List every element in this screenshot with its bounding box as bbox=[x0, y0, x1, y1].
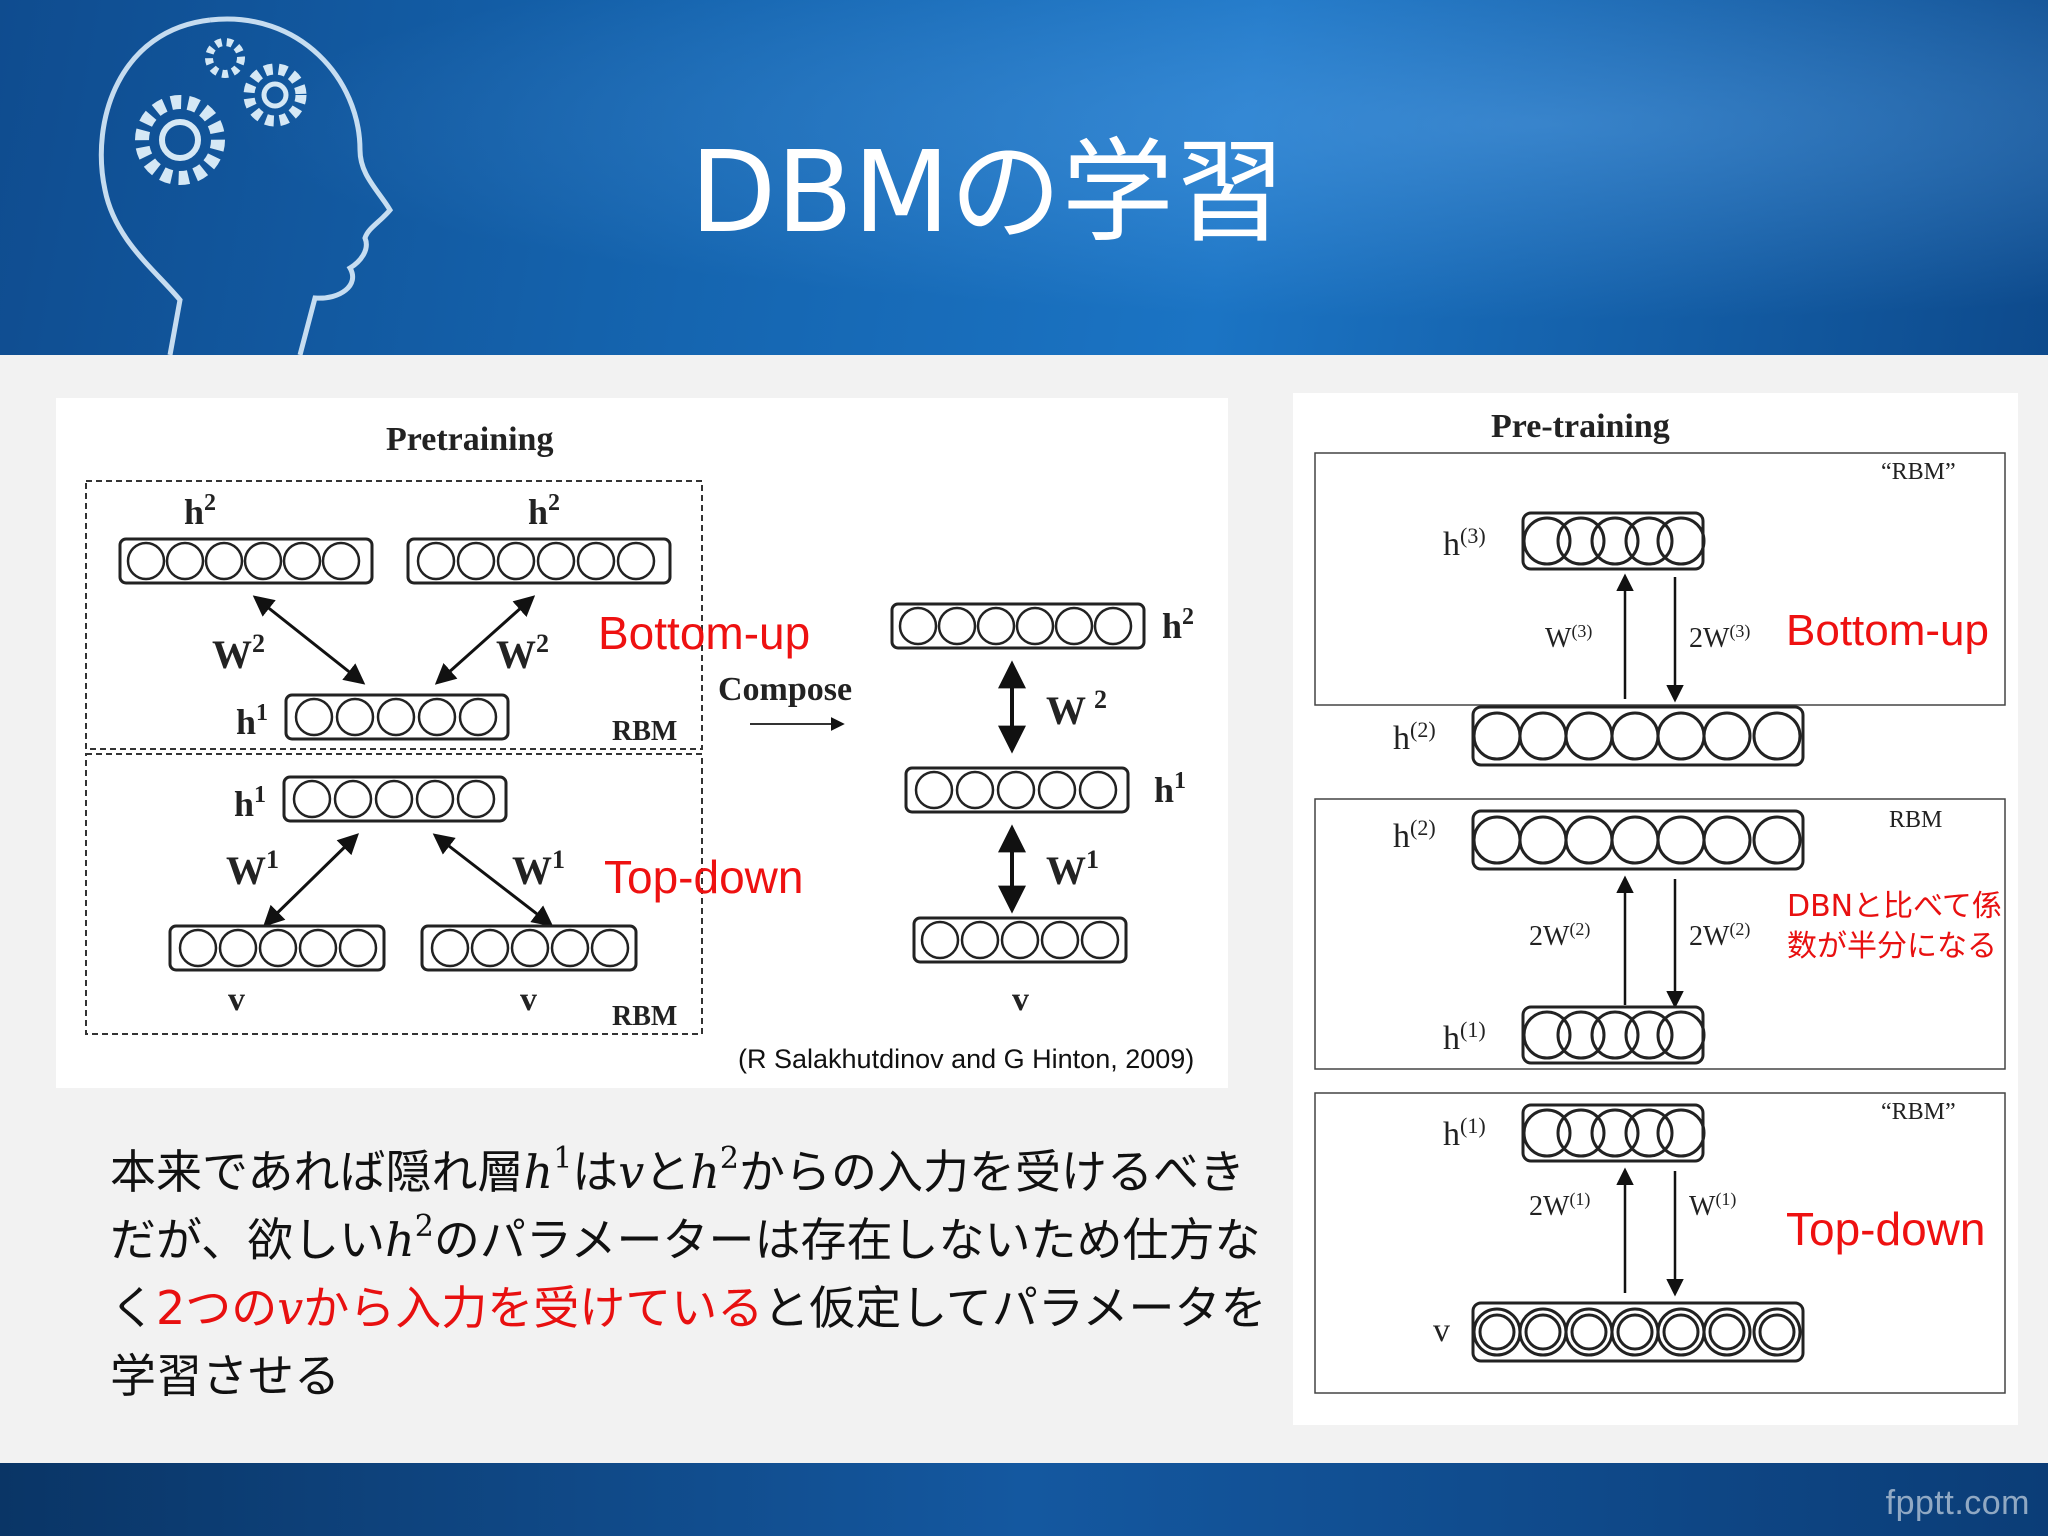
left-figure-panel: Pretraining RBM RBM h2 h2 W2 W2 h1 h1 bbox=[56, 398, 1228, 1088]
annotation-bottom-up-right: Bottom-up bbox=[1786, 606, 1989, 655]
rbm-tag-top: RBM bbox=[612, 716, 677, 747]
units-h2-left bbox=[126, 541, 361, 581]
units-h2-right bbox=[416, 541, 656, 581]
text-segment: のパラメーターは存在しないため仕方なく bbox=[110, 1213, 1261, 1335]
text-segment: からの入力を受けるべきだが、欲しい bbox=[110, 1145, 1246, 1267]
compose-label: Compose bbox=[718, 671, 852, 708]
label-w2-right: W2 bbox=[496, 629, 549, 677]
label-h2-box1: h(2) bbox=[1393, 717, 1436, 757]
units-v-left bbox=[178, 928, 378, 968]
rbm-bottom-box bbox=[85, 753, 703, 1035]
math-h2: h2 bbox=[385, 1209, 434, 1268]
label-h1-box2: h(1) bbox=[1443, 1017, 1486, 1057]
layer-h1-composed bbox=[904, 766, 1130, 814]
arrow-w2-left bbox=[252, 595, 366, 685]
left-title: Pretraining bbox=[386, 421, 553, 458]
layer-h1-top bbox=[284, 693, 510, 741]
units-h1-bottom bbox=[292, 779, 496, 819]
rbm-tag-box1: “RBM” bbox=[1881, 459, 1956, 485]
rbm-top-box bbox=[85, 480, 703, 750]
label-2w1: 2W(1) bbox=[1529, 1189, 1590, 1222]
label-h2-composed: h2 bbox=[1162, 604, 1194, 646]
text-segment: は bbox=[572, 1145, 619, 1199]
label-2w2-left: 2W(2) bbox=[1529, 919, 1590, 952]
label-h1-composed: h1 bbox=[1154, 768, 1186, 810]
text-segment: 本来であれば隠れ層 bbox=[110, 1145, 524, 1199]
slide-title: DBMの学習 bbox=[690, 128, 1286, 258]
units-h3 bbox=[1522, 516, 1706, 566]
rbm-box-bottom bbox=[1314, 1092, 2006, 1394]
annotation-dbn-note: DBNと比べて係数が半分になる bbox=[1787, 889, 2002, 964]
arrow-w1-left bbox=[262, 833, 360, 927]
units-h2-composed bbox=[898, 606, 1133, 646]
units-h2-box1 bbox=[1472, 711, 1802, 761]
units-v-right bbox=[430, 928, 630, 968]
label-w3: W(3) bbox=[1545, 621, 1592, 654]
layer-h1-box2 bbox=[1521, 1005, 1705, 1065]
label-w1-right: W1 bbox=[512, 845, 565, 893]
pretraining-diagram: Pretraining RBM RBM h2 h2 W2 W2 h1 h1 bbox=[85, 421, 1194, 1035]
label-2w3: 2W(3) bbox=[1689, 621, 1750, 654]
annotation-top-down-left: Top-down bbox=[604, 851, 804, 903]
layer-h2-right bbox=[406, 537, 672, 585]
label-v-composed: v bbox=[1012, 981, 1029, 1018]
head-gears-icon bbox=[98, 16, 394, 355]
layer-v-left bbox=[168, 924, 386, 972]
arrow-w1-right bbox=[432, 833, 554, 927]
math-v: v bbox=[618, 1145, 645, 1199]
label-v-left: v bbox=[228, 981, 245, 1018]
math-h: h1 bbox=[523, 1141, 573, 1200]
label-h2-left: h2 bbox=[184, 490, 216, 532]
rbm-box-middle bbox=[1314, 798, 2006, 1070]
units-v-box3 bbox=[1472, 1307, 1802, 1357]
label-v-right: v bbox=[520, 981, 537, 1018]
annotation-top-down-right: Top-down bbox=[1786, 1203, 1986, 1255]
label-h1-bottom: h1 bbox=[234, 782, 266, 824]
label-w1-left: W1 bbox=[226, 845, 279, 893]
label-w2-left: W2 bbox=[212, 629, 265, 677]
citation: (R Salakhutdinov and G Hinton, 2009) bbox=[738, 1044, 1195, 1074]
units-v-composed bbox=[920, 920, 1120, 960]
units-h2-box2 bbox=[1472, 815, 1802, 865]
layer-h3 bbox=[1521, 511, 1705, 571]
label-h1-top: h1 bbox=[236, 700, 268, 742]
label-v-box3: v bbox=[1433, 1312, 1450, 1349]
right-figure-panel: Pre-training “RBM” h(3) W(3) 2W(3) h(2) … bbox=[1293, 393, 2018, 1425]
text-segment: と bbox=[644, 1145, 691, 1199]
rbm-tag-bottom: RBM bbox=[612, 1001, 677, 1032]
label-h1-box3: h(1) bbox=[1443, 1113, 1486, 1153]
footer-band bbox=[0, 1463, 2048, 1536]
label-h2-box2: h(2) bbox=[1393, 815, 1436, 855]
layer-h2-composed bbox=[890, 602, 1146, 650]
rbm-box-top bbox=[1314, 452, 2006, 706]
units-h1-box3 bbox=[1522, 1108, 1706, 1158]
layer-v-composed bbox=[912, 916, 1128, 964]
rbm-tag-box2: RBM bbox=[1889, 807, 1942, 833]
rbm-tag-box3: “RBM” bbox=[1881, 1099, 1956, 1125]
right-title: Pre-training bbox=[1491, 408, 1670, 445]
units-h1-box2 bbox=[1522, 1010, 1706, 1060]
label-h2-right: h2 bbox=[528, 490, 560, 532]
dbm-pretraining-diagram: Pre-training “RBM” h(3) W(3) 2W(3) h(2) … bbox=[1314, 408, 2006, 1394]
footer-logo: fpptt.com bbox=[1885, 1484, 2030, 1522]
label-h3: h(3) bbox=[1443, 523, 1486, 563]
annotation-bottom-up-left: Bottom-up bbox=[598, 607, 811, 659]
layer-h1-bottom bbox=[282, 775, 508, 823]
math-h2: h2 bbox=[690, 1141, 740, 1200]
units-h1-top bbox=[294, 697, 498, 737]
layer-v-right bbox=[420, 924, 638, 972]
highlight-text: 2つのvから入力を受けている bbox=[156, 1281, 764, 1335]
arrow-w2-right bbox=[434, 595, 536, 685]
label-2w2-right: 2W(2) bbox=[1689, 919, 1750, 952]
text-segment: と仮定してパラメータを学習させる bbox=[110, 1281, 1267, 1403]
units-h1-composed bbox=[914, 770, 1118, 810]
layer-h1-box3 bbox=[1521, 1103, 1705, 1163]
label-w1: W(1) bbox=[1689, 1189, 1736, 1222]
layer-h2-left bbox=[118, 537, 374, 585]
label-w1-composed: W1 bbox=[1046, 845, 1099, 893]
explanation-text: 本来であれば隠れ層h1はvとh2からの入力を受けるべきだが、欲しいh2のパラメー… bbox=[110, 1138, 1290, 1410]
